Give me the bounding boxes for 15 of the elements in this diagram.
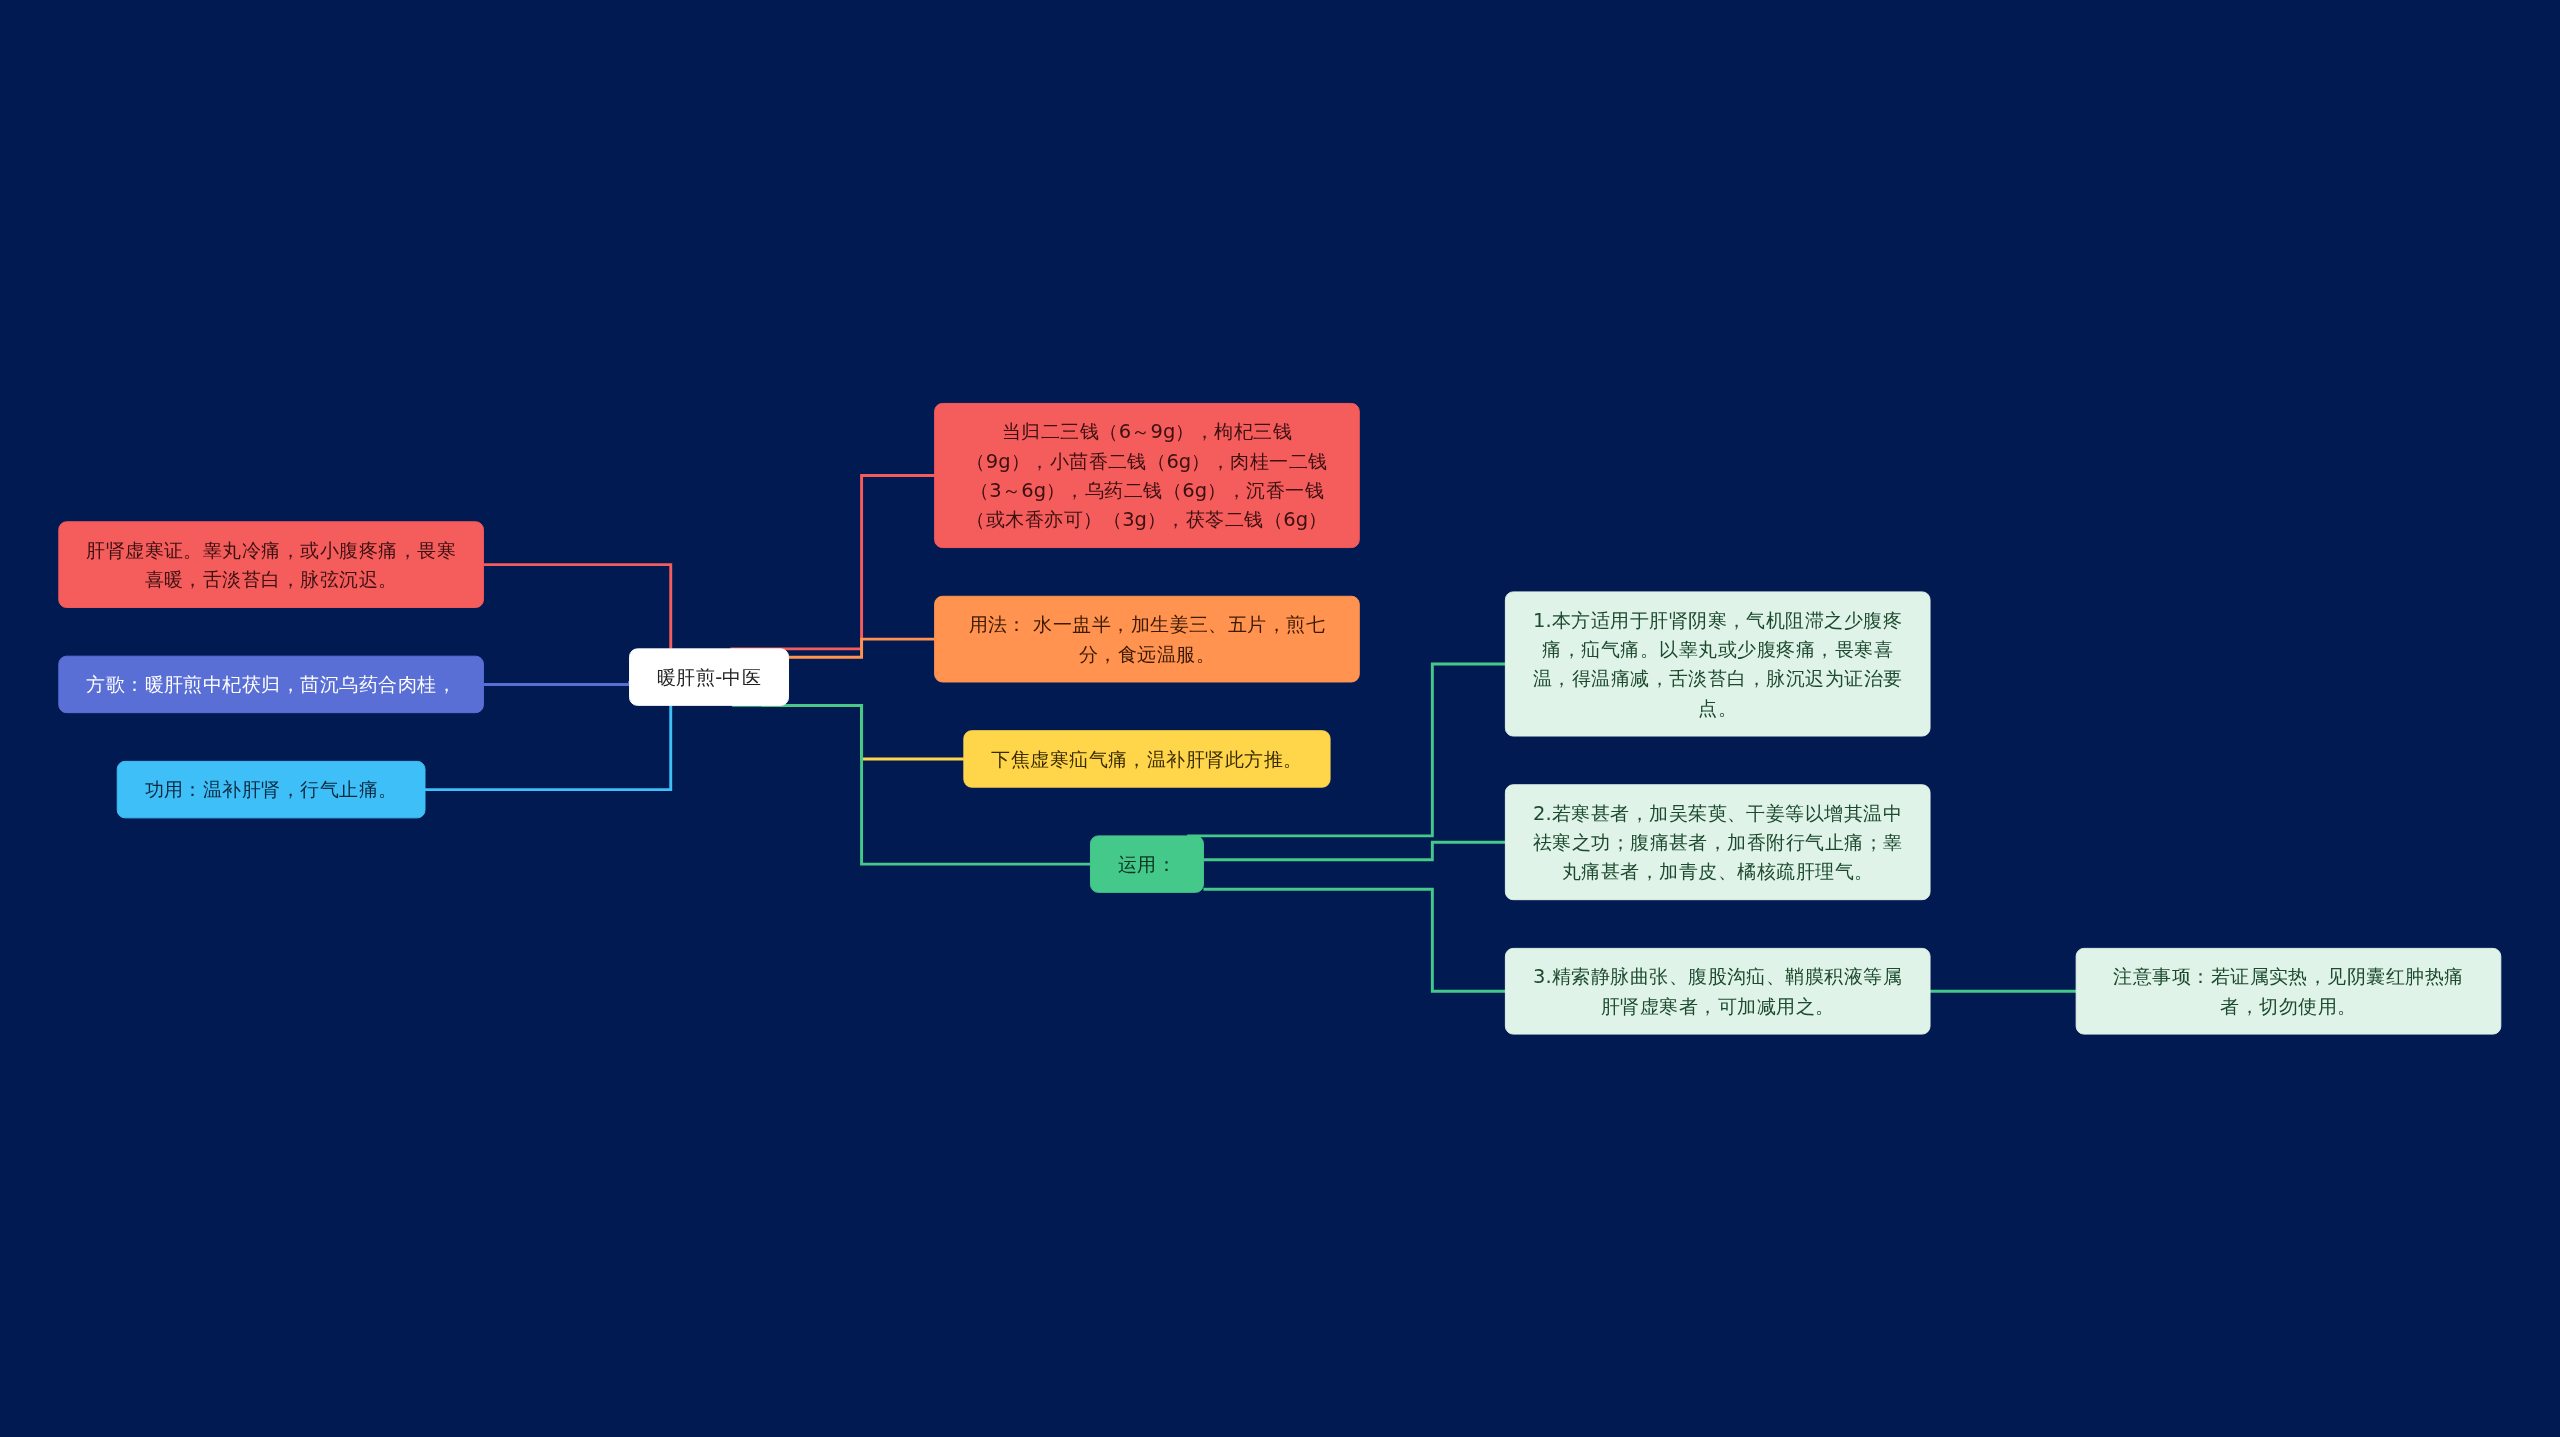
node-box: 3.精索静脉曲张、腹股沟疝、鞘膜积液等属肝肾虚寒者，可加减用之。 [1505,947,1931,1035]
node-box: 用法： 水一盅半，加生姜三、五片，煎七分，食远温服。 [934,595,1360,683]
node-box: 暖肝煎-中医 [629,648,790,706]
connector [425,705,673,791]
node-box: 功用：温补肝肾，行气止痛。 [116,760,426,819]
node-box: 当归二三钱（6～9g），枸杞三钱（9g），小茴香二钱（6g），肉桂一二钱（3～6g），乌药二钱（6g），沉香一钱（或木香亦可）（3g），茯苓二钱（6g） [934,402,1360,548]
node-box: 下焦虚寒疝气痛，温补肝肾此方推。 [963,729,1331,788]
node-box: 运用： [1090,835,1205,893]
node-box: 1.本方适用于肝肾阴寒，气机阻滞之少腹疼痛，疝气痛。以睾丸或少腹疼痛，畏寒喜温，得温痛减，舌淡苔白，脉沉迟为证治要点。 [1505,591,1931,737]
node-box: 注意事项：若证属实热，见阴囊红肿热痛者，切勿使用。 [2075,947,2502,1035]
node-box: 方歌：暖肝煎中杞茯归，茴沉乌药合肉桂， [58,655,485,713]
connector [1930,989,2078,993]
node-box: 2.若寒甚者，加吴茱萸、干姜等以增其温中祛寒之功；腹痛甚者，加香附行气止痛；睾丸痛甚者，加青皮、橘核疏肝理气。 [1505,784,1931,900]
node-box: 肝肾虚寒证。睾丸冷痛，或小腹疼痛，畏寒喜暖，舌淡苔白，脉弦沉迟。 [58,521,485,608]
connector [483,562,673,649]
